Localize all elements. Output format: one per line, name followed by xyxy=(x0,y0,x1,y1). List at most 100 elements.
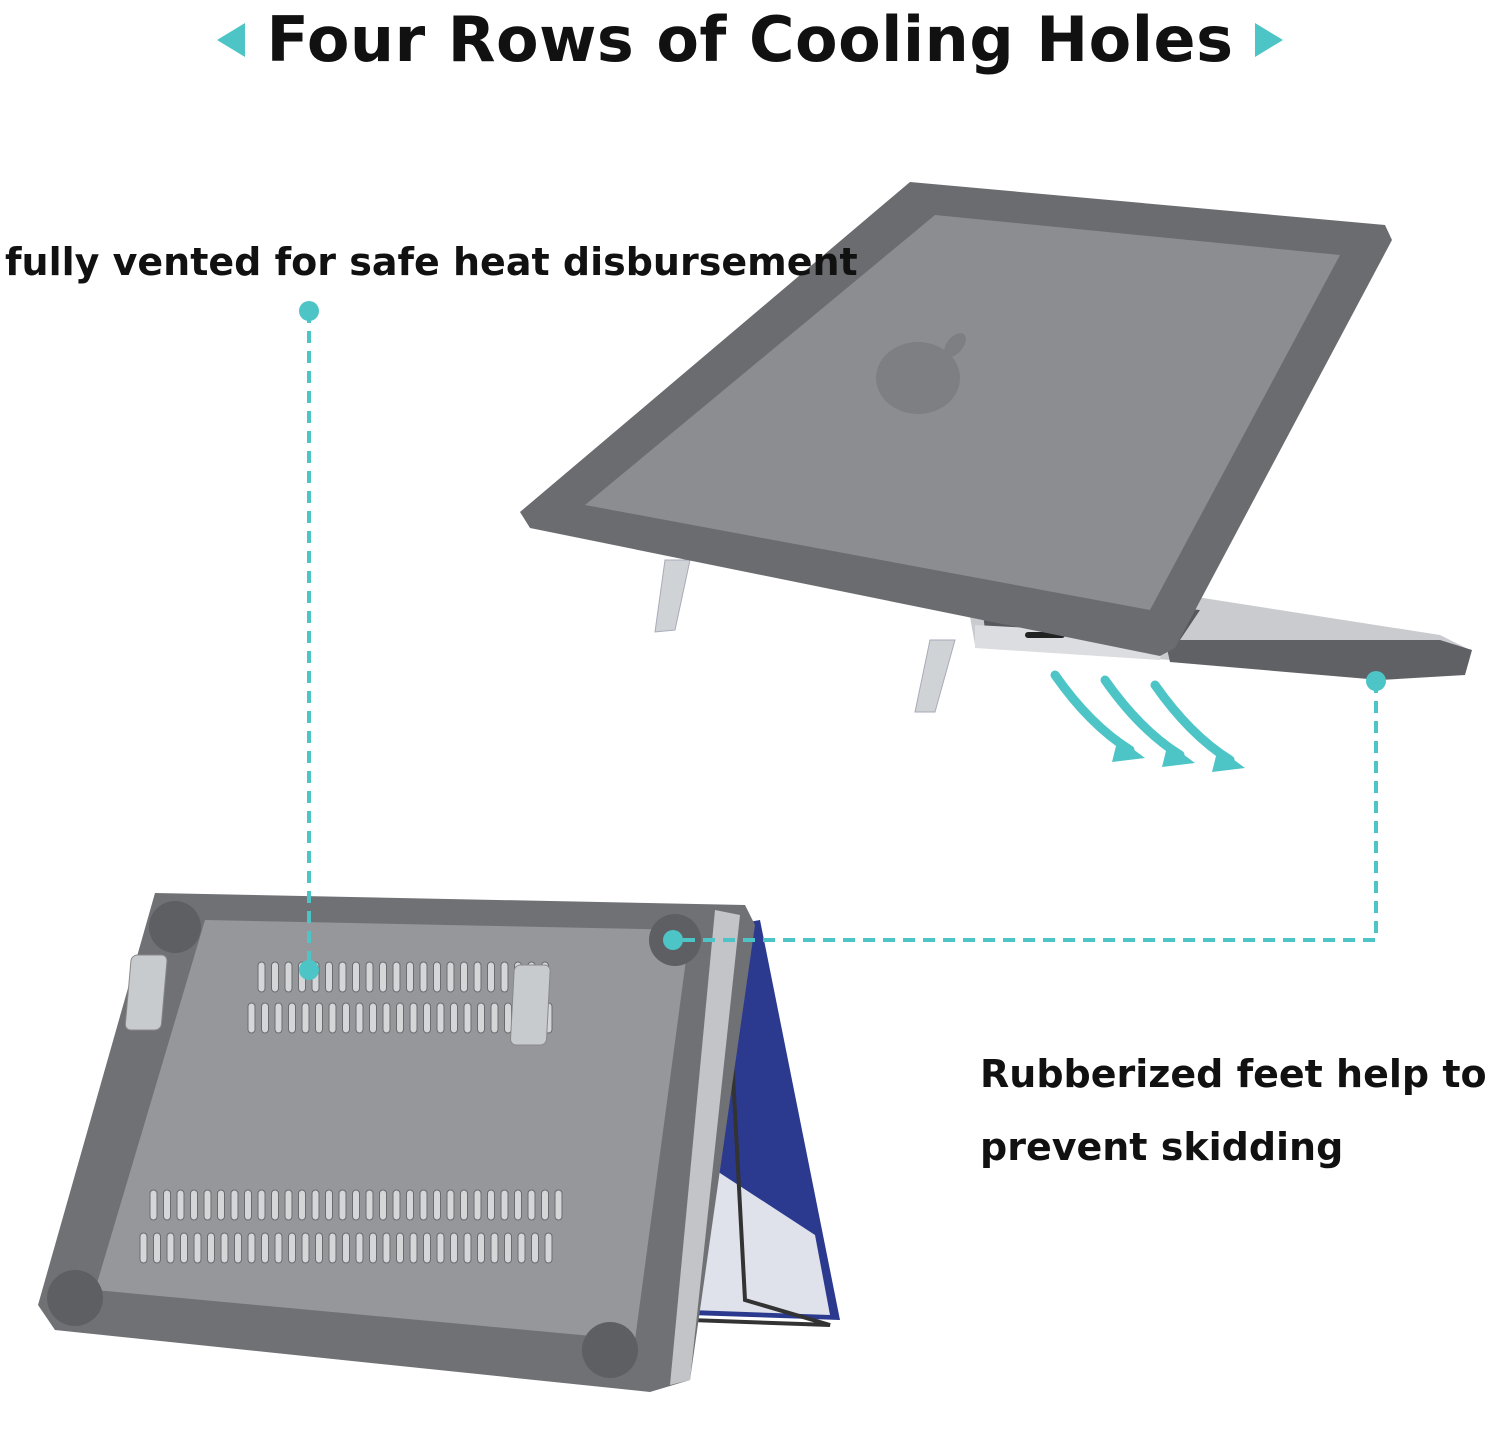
vent-hole xyxy=(527,1189,536,1221)
vent-hole xyxy=(450,1232,458,1264)
vent-hole xyxy=(423,1232,431,1264)
vent-hole xyxy=(261,1002,269,1034)
vent-hole xyxy=(166,1232,175,1264)
vent-hole xyxy=(487,1189,495,1221)
callout-feet xyxy=(663,671,1386,950)
vent-hole xyxy=(396,1002,404,1034)
vent-hole xyxy=(436,1002,445,1034)
vent-hole xyxy=(433,1189,441,1221)
feet-label-line2: prevent skidding xyxy=(980,1125,1344,1169)
vent-hole xyxy=(193,1232,202,1264)
kickstand xyxy=(124,954,551,1046)
vent-hole xyxy=(419,1189,428,1221)
vent-hole xyxy=(342,1002,350,1034)
vent-hole xyxy=(301,1002,310,1034)
vent-hole xyxy=(284,1189,293,1221)
vent-hole xyxy=(298,1189,306,1221)
vent-hole xyxy=(544,1232,553,1264)
vent-hole xyxy=(180,1232,188,1264)
vent-hole xyxy=(315,1232,323,1264)
vent-hole xyxy=(244,1189,252,1221)
vent-hole xyxy=(352,1189,360,1221)
triangle-left-icon xyxy=(216,22,245,57)
vent-hole xyxy=(477,1002,485,1034)
vent-hole xyxy=(338,1189,347,1221)
vent-hole xyxy=(365,1189,374,1221)
vent-hole xyxy=(365,961,374,993)
vent-hole xyxy=(487,961,495,993)
vent-hole xyxy=(355,1002,364,1034)
vent-hole xyxy=(446,961,455,993)
vent-hole xyxy=(328,1002,337,1034)
vent-hole xyxy=(149,1189,158,1221)
vent-hole xyxy=(311,1189,320,1221)
vent-hole xyxy=(338,961,347,993)
callout-vented xyxy=(299,301,319,980)
vent-hole xyxy=(504,1002,512,1034)
vent-hole xyxy=(301,1232,310,1264)
vent-hole xyxy=(531,1232,539,1264)
vent-hole xyxy=(274,1002,283,1034)
vent-hole xyxy=(190,1189,198,1221)
vent-hole xyxy=(504,1232,512,1264)
vent-hole xyxy=(406,1189,414,1221)
vent-hole xyxy=(463,1002,472,1034)
airflow-arrow-icon xyxy=(1050,670,1235,765)
vent-hole xyxy=(325,961,333,993)
vent-hole xyxy=(517,1232,526,1264)
vent-hole xyxy=(436,1232,445,1264)
vent-hole xyxy=(271,961,279,993)
vent-hole xyxy=(396,1232,404,1264)
vent-hole xyxy=(473,961,482,993)
triangle-right-icon xyxy=(1255,22,1284,57)
vent-hole xyxy=(382,1232,391,1264)
vent-hole xyxy=(139,1232,148,1264)
vent-hole xyxy=(271,1189,279,1221)
vent-hole xyxy=(247,1232,256,1264)
vent-hole xyxy=(328,1232,337,1264)
vent-hole xyxy=(463,1232,472,1264)
vent-hole xyxy=(369,1232,377,1264)
vent-hole xyxy=(207,1232,215,1264)
vent-hole xyxy=(490,1002,499,1034)
vent-hole xyxy=(217,1189,225,1221)
vent-hole xyxy=(406,961,414,993)
vent-hole xyxy=(369,1002,377,1034)
vented-label: fully vented for safe heat disbursement xyxy=(5,240,858,284)
vent-hole xyxy=(342,1232,350,1264)
vent-hole xyxy=(460,1189,468,1221)
vent-hole xyxy=(261,1232,269,1264)
vent-hole xyxy=(220,1232,229,1264)
vent-hole xyxy=(500,961,509,993)
laptop-top-view xyxy=(520,182,1472,713)
page-title: Four Rows of Cooling Holes xyxy=(0,0,1500,76)
vent-hole xyxy=(315,1002,323,1034)
cooling-vents xyxy=(139,961,563,1264)
vent-hole xyxy=(473,1189,482,1221)
vent-hole xyxy=(554,1189,563,1221)
vent-hole xyxy=(325,1189,333,1221)
vent-hole xyxy=(203,1189,212,1221)
laptop-bottom-view xyxy=(38,893,840,1392)
vent-hole xyxy=(234,1232,242,1264)
vent-hole xyxy=(409,1002,418,1034)
vent-hole xyxy=(352,961,360,993)
vent-hole xyxy=(163,1189,171,1221)
vent-hole xyxy=(500,1189,509,1221)
vent-hole xyxy=(379,1189,387,1221)
vent-hole xyxy=(392,1189,401,1221)
vent-hole xyxy=(423,1002,431,1034)
vent-hole xyxy=(247,1002,256,1034)
feet-label-line1: Rubberized feet help to xyxy=(980,1052,1487,1096)
apple-logo-icon xyxy=(876,333,966,414)
vent-hole xyxy=(288,1002,296,1034)
vent-hole xyxy=(541,1189,549,1221)
vent-hole xyxy=(382,1002,391,1034)
vent-hole xyxy=(379,961,387,993)
vent-hole xyxy=(176,1189,185,1221)
vent-hole xyxy=(284,961,293,993)
vent-hole xyxy=(419,961,428,993)
vent-hole xyxy=(490,1232,499,1264)
vent-hole xyxy=(153,1232,161,1264)
